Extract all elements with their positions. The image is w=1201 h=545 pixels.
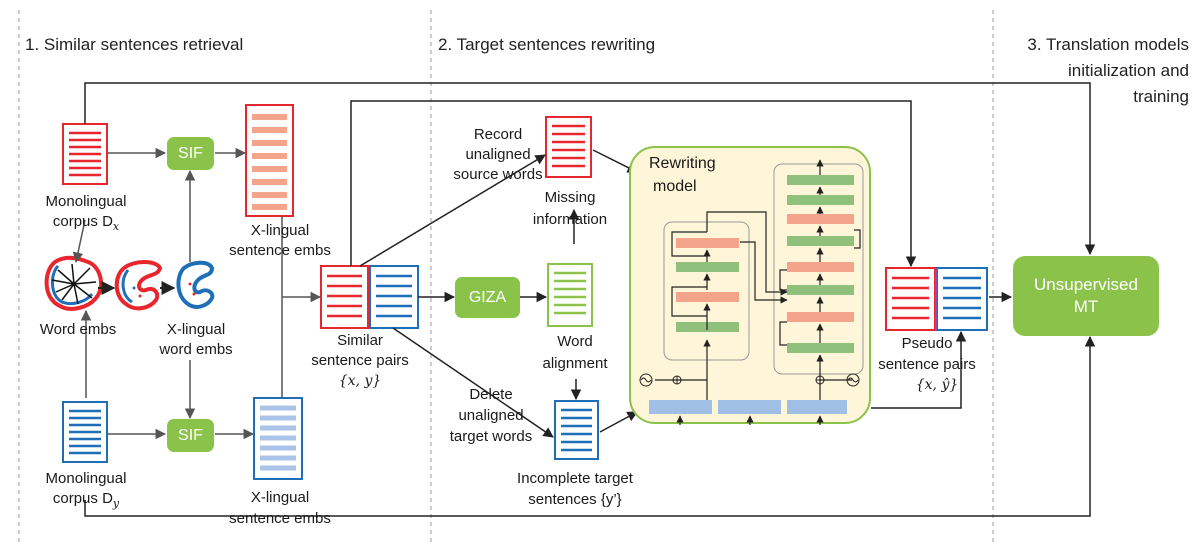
giza-box: GIZA — [455, 277, 520, 318]
mt-label-line1: Unsupervised — [1034, 275, 1138, 294]
delete-label-line1: Delete — [469, 386, 513, 403]
xling-sent-emb-bottom-icon — [253, 397, 303, 480]
giza-label: GIZA — [468, 288, 507, 306]
xling-word-embs-icon — [176, 260, 215, 309]
arrow-similar-to-missing — [359, 154, 546, 267]
rewriting-model-label-line1: Rewriting — [649, 155, 716, 172]
xling-sent-emb-top-icon — [245, 104, 294, 217]
section-translation-title-line3: training — [1133, 87, 1189, 106]
xling-word-embs-label-line2: word embs — [159, 341, 233, 358]
section-translation-title-line2: initialization and — [1068, 61, 1189, 80]
similar-pairs-label-line2: sentence pairs — [311, 352, 409, 369]
xling-sent-bottom-label-line1: X-lingual — [250, 489, 310, 506]
mono-x-label-line1: Monolingual — [45, 193, 127, 210]
pseudo-pairs-label-line3: {x, ŷ} — [915, 377, 959, 393]
mono-x-subscript: x — [112, 220, 120, 233]
rewriting-model-label-line2: model — [653, 178, 697, 195]
incomplete-target-doc-icon — [554, 400, 599, 460]
section-retrieval-title: 1. Similar sentences retrieval — [25, 35, 244, 54]
missing-info-label-line2: information — [532, 211, 608, 228]
sif-bottom-box: SIF — [167, 419, 214, 452]
similar-pairs-label-line3: {x, y} — [338, 373, 382, 389]
arrow-incomplete-to-rewriting — [599, 411, 638, 433]
arrow-dx-to-wordemb — [72, 219, 86, 264]
xling-word-embs-label-line1: X-lingual — [166, 321, 226, 338]
pseudo-pairs-label-line1: Pseudo — [901, 335, 953, 352]
word-alignment-label-line1: Word — [557, 333, 593, 350]
xling-sent-bottom-label-line2: sentence embs — [229, 510, 331, 527]
section-rewriting-title: 2. Target sentences rewriting — [438, 35, 656, 54]
arrow-similar-to-pseudo — [350, 100, 917, 268]
mono-x-corpus-text: corpus D — [52, 213, 113, 230]
mono-x-label-line2: corpus Dx — [53, 213, 119, 236]
arrow-similar-to-incomplete — [392, 327, 554, 438]
word-alignment-doc-icon — [547, 263, 593, 327]
decoder-bars — [787, 175, 854, 353]
mono-x-doc-icon — [62, 123, 108, 185]
missing-info-label-line1: Missing — [544, 189, 596, 206]
record-label-line2: unaligned — [465, 146, 531, 163]
xling-sent-top-label-line2: sentence embs — [229, 242, 331, 259]
sif-top-label: SIF — [178, 144, 203, 162]
similar-pairs-doc-icon — [320, 265, 419, 329]
missing-info-doc-icon — [545, 116, 592, 178]
mono-y-label-line1: Monolingual — [45, 470, 127, 487]
word-embs-label: Word embs — [39, 321, 117, 338]
delete-label-line3: target words — [449, 428, 533, 445]
section-dividers — [18, 10, 994, 545]
record-label-line3: source words — [453, 166, 543, 183]
word-embs-icon — [44, 255, 104, 311]
arrow-rewriting-to-pseudo — [871, 330, 967, 409]
pseudo-pairs-doc-icon — [885, 267, 988, 331]
mono-y-subscript: y — [112, 497, 120, 510]
incomplete-label-line1: Incomplete target — [517, 470, 633, 487]
arrow-dy-to-mt — [84, 335, 1096, 517]
similar-pairs-label-line1: Similar — [337, 332, 383, 349]
arrow-dx-to-mt — [84, 82, 1096, 256]
sif-bottom-label: SIF — [178, 426, 203, 444]
delete-label-line2: unaligned — [458, 407, 524, 424]
mono-y-doc-icon — [62, 401, 108, 463]
xling-sent-top-label-line1: X-lingual — [250, 222, 310, 239]
record-label-line1: Record — [473, 126, 523, 143]
word-embs-mid-icon — [114, 260, 163, 311]
incomplete-label-line2: sentences {y’} — [528, 491, 622, 508]
input-bars — [649, 400, 847, 414]
mt-label-line2: MT — [1073, 297, 1099, 316]
unsupervised-mt-box: Unsupervised MT — [1013, 256, 1159, 336]
word-alignment-label-line2: alignment — [542, 355, 608, 372]
mono-y-label-line2: corpus Dy — [53, 490, 119, 513]
sif-top-box: SIF — [167, 137, 214, 170]
section-translation-title-line1: 3. Translation models — [1027, 35, 1189, 54]
mono-y-corpus-text: corpus D — [52, 490, 113, 507]
pseudo-pairs-label-line2: sentence pairs — [878, 356, 976, 373]
